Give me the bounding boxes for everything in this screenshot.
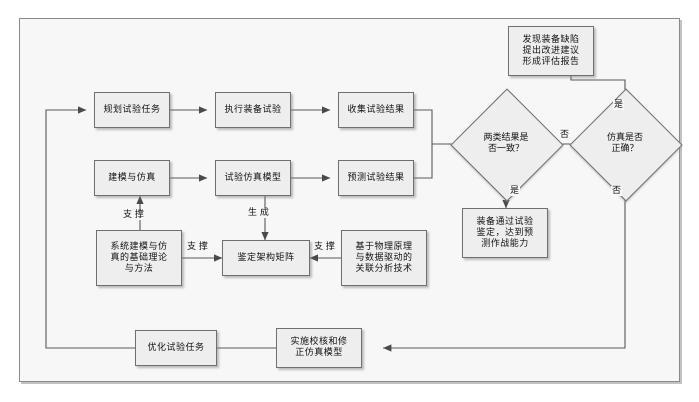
node-label: 基于物理原理 与数据驱动的 关联分析技术 <box>355 241 413 274</box>
node-optimize-test-task[interactable]: 优化试验任务 <box>135 330 217 366</box>
node-label: 执行装备试验 <box>224 104 282 115</box>
edge-label-support-theory-to-matrix: 支 撑 <box>186 242 209 252</box>
node-label: 系统建模与仿 真的基础理论 与方法 <box>110 241 168 274</box>
decision-simulation-correct[interactable]: 仿真是否 正确？ <box>569 88 683 202</box>
edge-label-support-tech-to-matrix: 支 撑 <box>313 242 336 252</box>
node-collect-test-results[interactable]: 收集试验结果 <box>338 92 414 128</box>
node-execute-equipment-test[interactable]: 执行装备试验 <box>215 92 291 128</box>
edge-label-support-theory-to-sim: 支 撑 <box>122 210 145 220</box>
decision-label: 仿真是否 正确？ <box>606 133 643 154</box>
node-label: 建模与仿真 <box>108 172 156 183</box>
node-predict-test-results[interactable]: 预测试验结果 <box>338 160 414 196</box>
edge-label-consistent-yes: 是 <box>509 186 521 196</box>
node-label: 发现装备缺陷 提出改进建议 形成评估报告 <box>522 34 580 67</box>
diagram-frame <box>19 18 680 382</box>
node-verify-correct-model[interactable]: 实施校核和修 正仿真模型 <box>276 328 362 368</box>
node-correlation-tech[interactable]: 基于物理原理 与数据驱动的 关联分析技术 <box>341 230 427 286</box>
node-modeling-simulation[interactable]: 建模与仿真 <box>94 160 170 196</box>
node-label: 预测试验结果 <box>347 172 405 183</box>
node-label: 规划试验任务 <box>103 104 161 115</box>
node-test-simulation-model[interactable]: 试验仿真模型 <box>215 160 291 196</box>
node-plan-test-task[interactable]: 规划试验任务 <box>94 92 170 128</box>
node-label: 鉴定架构矩阵 <box>237 252 295 263</box>
node-equipment-passed[interactable]: 装备通过试验 鉴定，达到预 测作战能力 <box>462 208 548 258</box>
edge-label-sim-correct-no: 否 <box>611 186 623 196</box>
node-defect-report[interactable]: 发现装备缺陷 提出改进建议 形成评估报告 <box>508 26 594 76</box>
node-label: 优化试验任务 <box>147 342 205 353</box>
node-label: 装备通过试验 鉴定，达到预 测作战能力 <box>476 216 534 249</box>
edge-label-generate-model-to-matrix: 生 成 <box>247 208 270 218</box>
node-label: 实施校核和修 正仿真模型 <box>290 337 348 358</box>
node-label: 收集试验结果 <box>347 104 405 115</box>
node-label: 试验仿真模型 <box>224 172 282 183</box>
decision-results-consistent[interactable]: 两类结果是 否一致？ <box>450 88 564 202</box>
edge-label-sim-correct-yes: 是 <box>613 100 625 110</box>
decision-label: 两类结果是 否一致？ <box>483 133 529 154</box>
edge-label-consistent-no: 否 <box>559 130 571 140</box>
node-theory-methods[interactable]: 系统建模与仿 真的基础理论 与方法 <box>96 230 182 286</box>
node-appraisal-matrix[interactable]: 鉴定架构矩阵 <box>222 240 310 276</box>
